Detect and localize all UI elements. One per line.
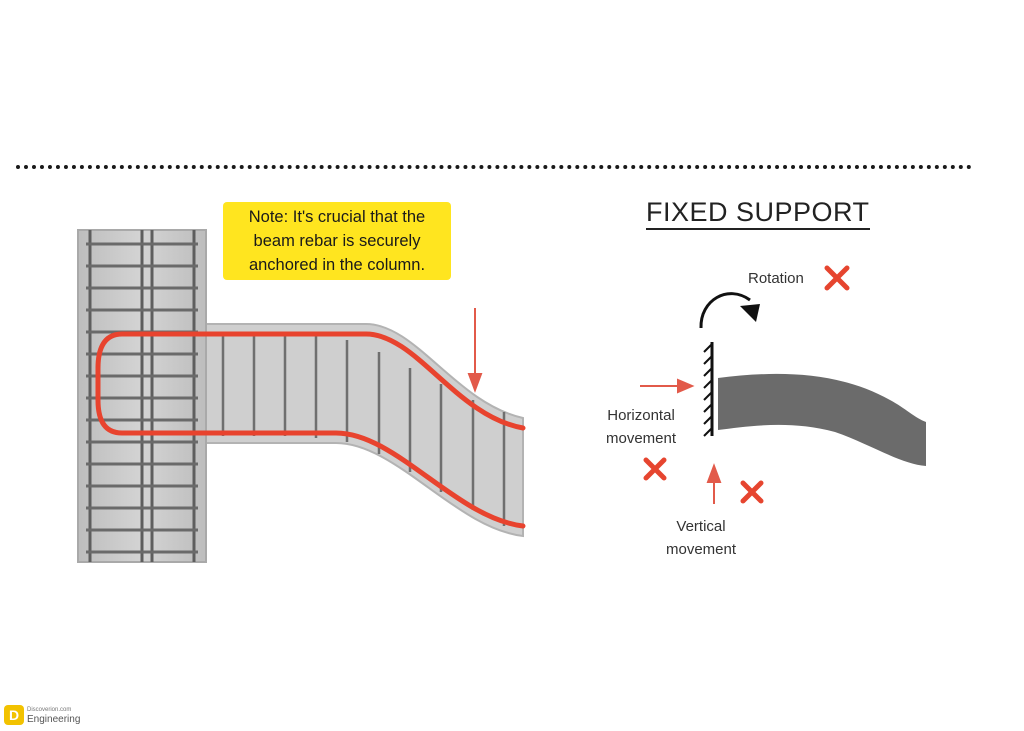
- beam-column-rebar-illustration: [77, 229, 526, 563]
- note-line: beam rebar is securely: [253, 232, 421, 250]
- note-box: Note: It's crucial that the beam rebar i…: [223, 202, 451, 280]
- watermark-small-text: Discoverion.com: [27, 707, 72, 713]
- horizontal-arrow-icon: [640, 378, 695, 394]
- rotation-arrow-icon: [699, 292, 751, 329]
- beam-main-rebar: [95, 331, 526, 529]
- horizontal-movement-label: Horizontal movement: [606, 404, 676, 450]
- column-ties: [86, 242, 198, 554]
- vertical-cross-icon: [740, 480, 764, 504]
- rotation-arrowhead: [740, 304, 760, 322]
- watermark-logo: D Discoverion.com Engineering: [4, 703, 80, 727]
- vertical-label-line: Vertical: [676, 518, 726, 535]
- note-line: Note: It's crucial that the: [248, 208, 426, 226]
- dotted-divider: [16, 165, 972, 169]
- vertical-label-line: movement: [666, 541, 737, 558]
- load-arrow: [467, 308, 483, 393]
- horizontal-label-line: movement: [606, 430, 677, 447]
- fixed-support-title: FIXED SUPPORT: [646, 197, 870, 230]
- fixed-support-diagram: [640, 265, 926, 504]
- watermark-brand-text: Engineering: [27, 714, 81, 725]
- watermark-logo-icon: D: [4, 705, 24, 725]
- horizontal-label-line: Horizontal: [607, 407, 675, 424]
- vertical-movement-label: Vertical movement: [666, 515, 736, 561]
- vertical-arrow-icon: [706, 463, 722, 504]
- beam-stirrups: [221, 332, 506, 526]
- rotation-label: Rotation: [748, 270, 804, 287]
- wall-hatching: [703, 343, 713, 437]
- rotation-cross-icon: [824, 265, 850, 291]
- horizontal-cross-icon: [643, 457, 667, 481]
- note-line: anchored in the column.: [248, 256, 426, 274]
- cantilever-beam: [718, 373, 926, 466]
